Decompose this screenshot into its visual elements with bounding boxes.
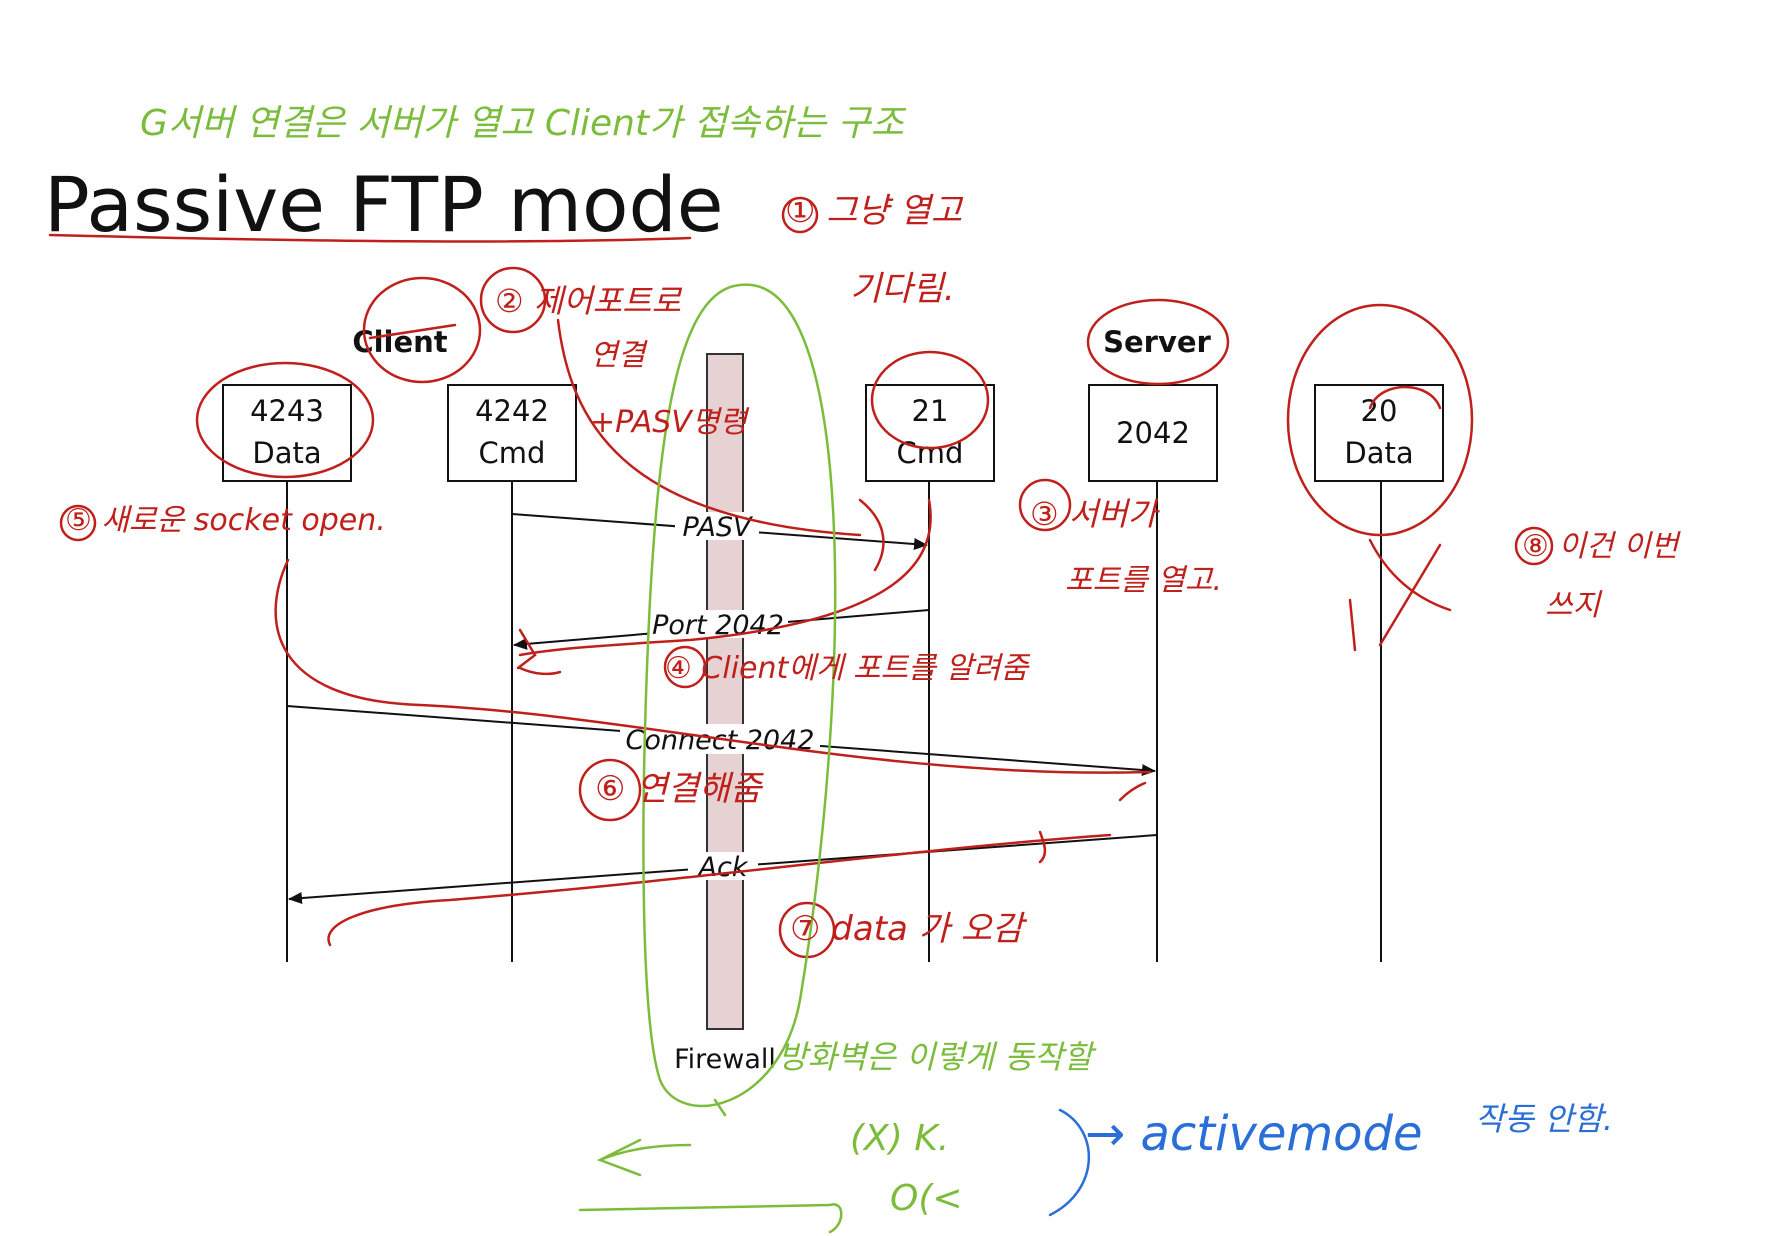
port-role: Cmd xyxy=(897,436,964,470)
message-label: Ack xyxy=(697,852,749,883)
active-note: → activemode xyxy=(1085,1106,1423,1162)
port-number: 20 xyxy=(1361,394,1398,428)
message-pasv: PASV xyxy=(511,512,928,551)
port-box-4243: 4243 Data xyxy=(222,384,352,482)
page-title: Passive FTP mode xyxy=(44,160,724,249)
firewall-label: Firewall xyxy=(674,1044,776,1075)
firewall-sub1: (X) K. xyxy=(850,1118,949,1159)
port-number: 4243 xyxy=(250,394,324,428)
port-role: Data xyxy=(252,436,321,470)
port-box-2042: 2042 xyxy=(1088,384,1218,482)
firewall-note: 방화벽은 이렇게 동작할 xyxy=(778,1038,1097,1076)
port-role: Cmd xyxy=(479,436,546,470)
note-3: ③ 서버가 xyxy=(1030,495,1161,533)
top-note: G서버 연결은 서버가 열고 Client가 접속하는 구조 xyxy=(140,103,907,144)
note-4: ④ Client에게 포트를 알려줌 xyxy=(665,651,1031,686)
note-2: ② 제어포트로 xyxy=(495,282,683,320)
note-1b: 기다림. xyxy=(850,269,955,309)
message-ack: Ack xyxy=(288,834,1158,905)
port-box-4242: 4242 Cmd xyxy=(447,384,577,482)
note-5: ⑤ 새로운 socket open. xyxy=(65,503,386,538)
note-2b: 연결 xyxy=(590,338,649,373)
note-3b: 포트를 열고. xyxy=(1065,563,1222,598)
port-number: 21 xyxy=(912,394,949,428)
port-box-21: 21 Cmd xyxy=(865,384,995,482)
port-role: Data xyxy=(1344,436,1413,470)
note-2c: +PASV명령 xyxy=(590,405,750,440)
note-6: ⑥ 연결해줌 xyxy=(595,769,764,809)
firewall-bar xyxy=(706,353,744,1030)
note-8: ⑧ 이건 이번 xyxy=(1522,529,1682,564)
blue-ink-strokes xyxy=(1048,1108,1091,1217)
port-number: 4242 xyxy=(475,394,549,428)
note-7: ⑦ data 가 오감 xyxy=(790,909,1028,949)
port-box-20: 20 Data xyxy=(1314,384,1444,482)
message-port-2042: Port 2042 xyxy=(513,609,930,650)
server-label: Server xyxy=(1103,325,1211,359)
active-note-b: 작동 안함. xyxy=(1475,1100,1613,1138)
note-8b: 쓰지 xyxy=(1545,588,1603,623)
firewall-sub2: O(< xyxy=(890,1178,963,1219)
client-label: Client xyxy=(352,325,447,359)
green-ink-strokes xyxy=(578,283,843,1234)
port-number: 2042 xyxy=(1116,416,1190,450)
note-1: ① 그냥 열고 xyxy=(785,191,964,231)
red-ink-strokes xyxy=(48,196,1554,959)
